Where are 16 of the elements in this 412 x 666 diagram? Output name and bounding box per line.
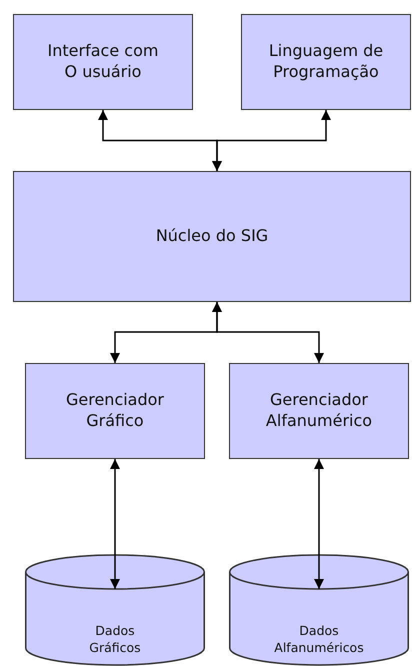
node-label: Linguagem de Programação	[268, 41, 384, 83]
node-label: Gerenciador Gráfico	[64, 390, 166, 432]
arrow	[212, 110, 331, 171]
process-box	[25, 363, 205, 459]
node-label: Gerenciador Alfanumérico	[264, 390, 374, 432]
process-box	[229, 363, 409, 459]
node-label: Dados Alfanuméricos	[273, 623, 365, 657]
core-box	[13, 171, 411, 302]
process-box	[13, 14, 193, 110]
process-box	[241, 14, 411, 110]
arrow	[314, 459, 324, 589]
node-label: Dados Gráficos	[88, 623, 142, 657]
arrow	[212, 302, 324, 363]
arrow	[110, 459, 120, 589]
node-label: Núcleo do SIG	[154, 226, 270, 247]
node-label: Interface com O usuário	[46, 41, 160, 83]
